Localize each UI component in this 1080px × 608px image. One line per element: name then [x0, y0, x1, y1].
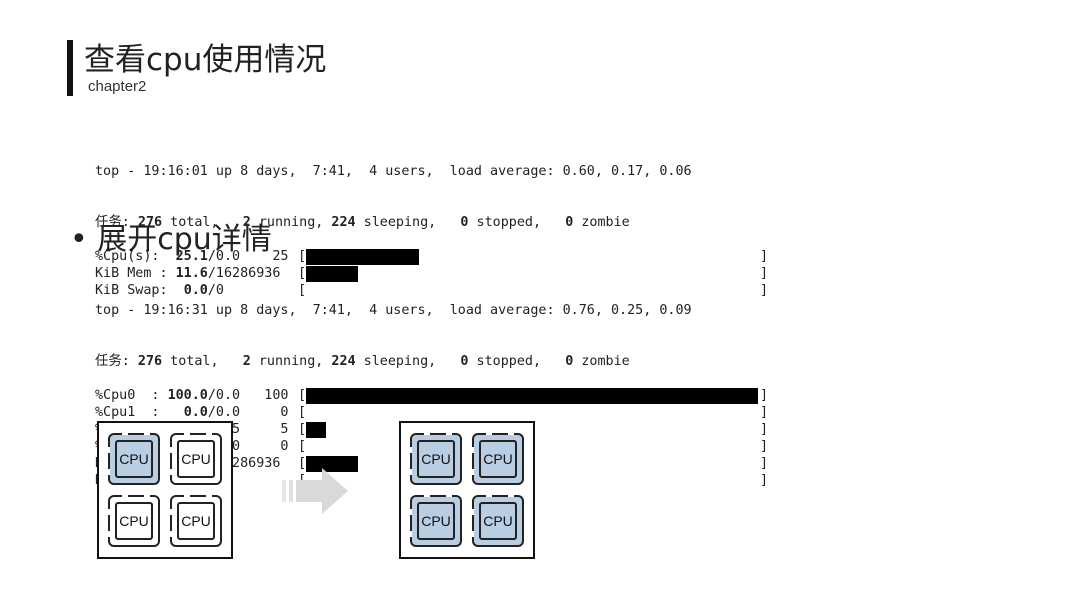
usage-row: KiB Swap: 0.0/0 []: [95, 282, 768, 299]
usage-bar: []: [298, 455, 768, 472]
usage-value: 25.1: [175, 249, 208, 264]
bar-open-bracket: [: [298, 422, 307, 437]
usage-bar: []: [298, 265, 768, 282]
section-bullet: • 展开cpu详情: [70, 222, 272, 257]
bar-close-bracket: ]: [760, 388, 769, 403]
usage-bar: []: [298, 404, 768, 421]
cpu-chip-icon: CPU: [470, 493, 528, 551]
cpu-chip-label: CPU: [479, 502, 517, 540]
usage-detail: /0: [207, 283, 305, 298]
bar-open-bracket: [: [298, 249, 307, 264]
usage-detail: /0.0 25: [207, 249, 289, 264]
page-title: 查看cpu使用情况: [84, 42, 327, 78]
usage-bar: []: [298, 248, 768, 265]
bar-open-bracket: [: [298, 439, 307, 454]
bar-close-bracket: ]: [760, 266, 769, 281]
usage-bar: []: [298, 438, 768, 455]
cpu-grid-after: CPU CPU CPU CPU: [399, 421, 535, 559]
cpu-chip-label: CPU: [479, 440, 517, 478]
top-header-line: top - 19:16:31 up 8 days, 7:41, 4 users,…: [95, 303, 692, 318]
usage-detail: /0.0 0: [207, 405, 289, 420]
bar-open-bracket: [: [298, 388, 307, 403]
cpu-chip-label: CPU: [177, 440, 215, 478]
usage-value: 100.0: [167, 388, 208, 403]
bar-open-bracket: [: [298, 266, 307, 281]
right-arrow-icon: [282, 468, 348, 514]
bar-fill: [306, 456, 358, 472]
cpu-chip-icon: CPU: [106, 493, 164, 551]
usage-detail: /16286936: [207, 266, 289, 281]
bar-close-bracket: ]: [760, 249, 769, 264]
cpu-chip-label: CPU: [417, 440, 455, 478]
usage-label: KiB Mem :: [95, 266, 176, 281]
tasks-line: 任务: 276 total, 2 running, 224 sleeping, …: [95, 354, 630, 369]
bar-fill: [306, 388, 758, 404]
usage-detail: /0.0 100: [207, 388, 289, 403]
bar-fill: [306, 249, 419, 265]
usage-value: 0.0: [183, 405, 208, 420]
bar-close-bracket: ]: [760, 456, 769, 471]
cpu-grid-before: CPU CPU CPU CPU: [97, 421, 233, 559]
bar-close-bracket: ]: [760, 473, 769, 488]
usage-label: %Cpu(s):: [95, 249, 176, 264]
bar-close-bracket: ]: [760, 422, 769, 437]
usage-label: %Cpu1 :: [95, 405, 184, 420]
cpu-chip-icon: CPU: [470, 431, 528, 489]
usage-row: %Cpu0 : 100.0/0.0 100 []: [95, 387, 768, 404]
usage-bar: []: [298, 282, 768, 299]
bar-open-bracket: [: [298, 283, 307, 298]
cpu-chip-label: CPU: [115, 502, 153, 540]
page-subtitle: chapter2: [88, 78, 147, 95]
usage-value: 11.6: [175, 266, 208, 281]
usage-label: %Cpu0 :: [95, 388, 168, 403]
usage-value: 0.0: [183, 283, 208, 298]
bar-close-bracket: ]: [760, 405, 769, 420]
bar-fill: [306, 266, 358, 282]
cpu-chip-icon: CPU: [408, 493, 466, 551]
usage-row: %Cpu1 : 0.0/0.0 0 []: [95, 404, 768, 421]
top-output-summary: top - 19:16:01 up 8 days, 7:41, 4 users,…: [95, 129, 768, 299]
usage-label: KiB Swap:: [95, 283, 184, 298]
usage-row: %Cpu(s): 25.1/0.0 25 []: [95, 248, 768, 265]
top-header-line: top - 19:16:01 up 8 days, 7:41, 4 users,…: [95, 164, 692, 179]
cpu-chip-label: CPU: [177, 502, 215, 540]
bar-open-bracket: [: [298, 456, 307, 471]
usage-bar: []: [298, 387, 768, 404]
cpu-chip-icon: CPU: [106, 431, 164, 489]
bar-open-bracket: [: [298, 405, 307, 420]
cpu-chip-label: CPU: [115, 440, 153, 478]
cpu-chip-icon: CPU: [168, 493, 226, 551]
bar-fill: [306, 422, 326, 438]
bar-close-bracket: ]: [760, 283, 769, 298]
tasks-line: 任务: 276 total, 2 running, 224 sleeping, …: [95, 215, 630, 230]
bar-close-bracket: ]: [760, 439, 769, 454]
usage-row: KiB Mem : 11.6/16286936 []: [95, 265, 768, 282]
usage-bar: []: [298, 421, 768, 438]
cpu-chip-icon: CPU: [408, 431, 466, 489]
cpu-chip-icon: CPU: [168, 431, 226, 489]
title-accent-bar: [67, 40, 73, 96]
cpu-chip-label: CPU: [417, 502, 455, 540]
